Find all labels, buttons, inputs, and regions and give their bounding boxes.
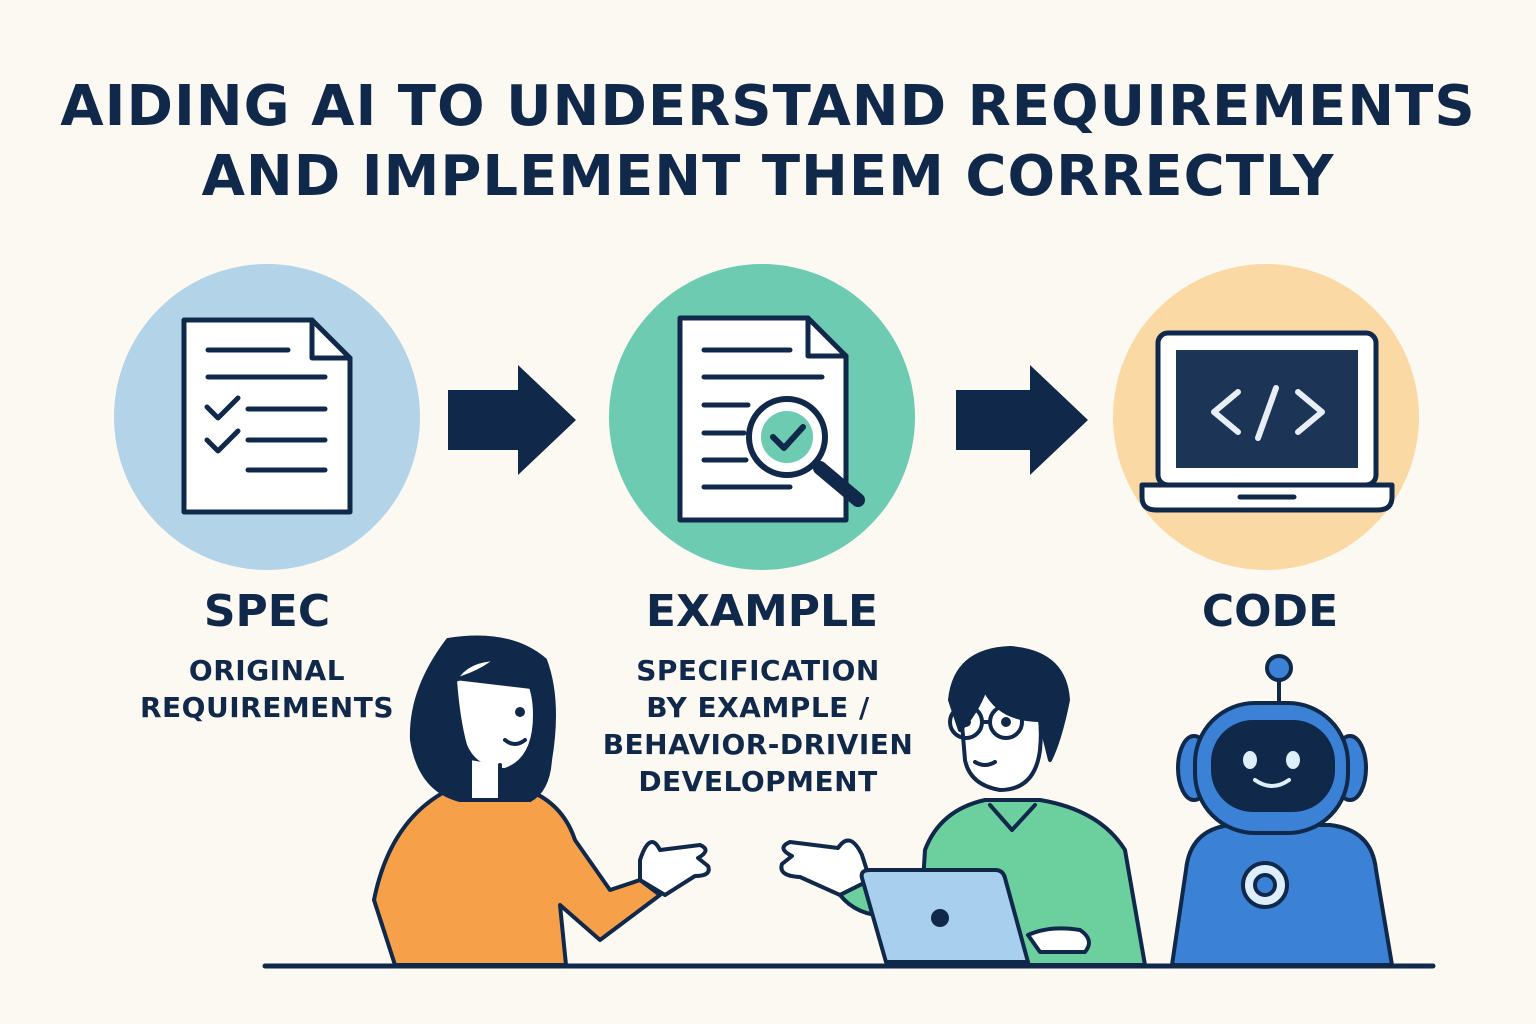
- title-line-1: AIDING AI TO UNDERSTAND REQUIREMENTS: [60, 74, 1476, 139]
- spec-subtitle-line: REQUIREMENTS: [139, 691, 395, 724]
- spec-subtitle-line: ORIGINAL: [188, 654, 346, 687]
- code-heading: CODE: [1201, 586, 1339, 637]
- desk-laptop-icon: [859, 868, 1091, 964]
- page-title: AIDING AI TO UNDERSTAND REQUIREMENTS AND…: [0, 72, 1536, 212]
- document-checklist-icon: [181, 317, 353, 515]
- example-subtitle: SPECIFICATION BY EXAMPLE / BEHAVIOR-DRIV…: [578, 652, 938, 800]
- code-step: [1113, 264, 1419, 570]
- spec-subtitle: ORIGINAL REQUIREMENTS: [112, 652, 422, 726]
- example-heading: EXAMPLE: [645, 586, 879, 637]
- spec-step: [114, 264, 420, 570]
- woman-illustration: [372, 635, 711, 967]
- example-subtitle-line: DEVELOPMENT: [638, 765, 878, 798]
- spec-heading: SPEC: [203, 586, 331, 637]
- robot-icon: [1170, 654, 1394, 967]
- example-step: [609, 264, 915, 570]
- example-subtitle-line: BY EXAMPLE /: [646, 691, 870, 724]
- title-line-2: AND IMPLEMENT THEM CORRECTLY: [201, 144, 1335, 209]
- example-subtitle-line: BEHAVIOR-DRIVIEN: [602, 728, 914, 761]
- laptop-code-icon: [1139, 330, 1395, 513]
- arrow-right-icon: [956, 365, 1088, 475]
- arrow-right-icon: [448, 365, 576, 475]
- example-subtitle-line: SPECIFICATION: [636, 654, 880, 687]
- document-magnifier-icon: [677, 315, 865, 523]
